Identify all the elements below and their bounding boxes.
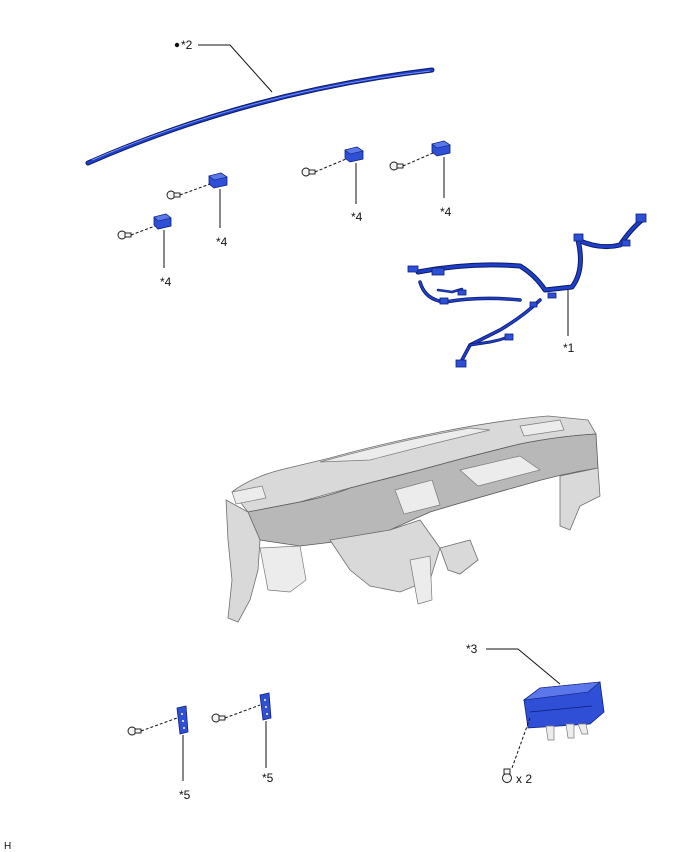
illustration-code: H: [4, 841, 11, 852]
instrument-panel-part: [225, 415, 601, 623]
label-part-4: *4: [216, 235, 228, 249]
label-part-4: *4: [440, 205, 452, 219]
clip-part: [208, 172, 228, 189]
bolt-icon: [166, 190, 181, 200]
bolt-icon: [117, 230, 132, 240]
bracket-part: [176, 705, 189, 735]
label-part-4: *4: [351, 210, 363, 224]
paint-dot-marker: [174, 42, 180, 48]
leader-line-part-2: [198, 44, 273, 93]
label-part-5: *5: [262, 771, 274, 785]
bracket-part: [259, 692, 272, 721]
label-part-5: *5: [179, 788, 191, 802]
clip-part: [153, 213, 172, 230]
label-part-1: *1: [563, 341, 575, 355]
label-part-4: *4: [160, 275, 172, 289]
label-part-2: *2: [181, 38, 193, 52]
clip-part: [431, 140, 451, 157]
bolt-icon: [211, 713, 226, 723]
bolt-icon: [502, 768, 512, 783]
bolt-icon: [127, 726, 142, 736]
curtain-airbag-part: [85, 67, 435, 166]
label-part-3: *3: [466, 642, 478, 656]
knee-airbag-part: [522, 681, 605, 741]
leader-line-part-3: [486, 648, 561, 685]
wire-harness-part: [407, 213, 647, 368]
bolt-icon: [389, 161, 404, 171]
bolt-quantity: x 2: [516, 772, 532, 786]
bolt-icon: [301, 167, 316, 177]
clip-part: [344, 146, 364, 163]
